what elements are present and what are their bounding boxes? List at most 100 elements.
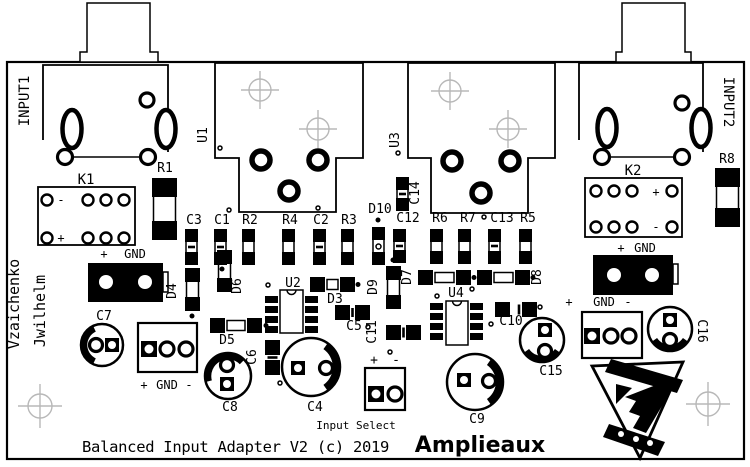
label-u1: U1 — [196, 127, 211, 143]
terminal-right-minus-label: - — [624, 295, 631, 309]
label-input2: INPUT2 — [720, 77, 736, 128]
gnd-right-plus-label: + — [617, 241, 624, 255]
label-u4: U4 — [448, 286, 464, 301]
terminal-left-gnd-label: GND — [156, 378, 178, 392]
label-d5: D5 — [219, 333, 235, 348]
label-c8: C8 — [222, 400, 238, 415]
component-c7: C7 — [79, 309, 125, 368]
component-d4: D4 — [165, 268, 200, 319]
component-r4: R4 — [282, 213, 298, 265]
k1-plus-label: + — [57, 231, 64, 245]
input-select-header: + - Input Select — [316, 349, 407, 432]
label-input1: INPUT1 — [17, 76, 33, 127]
label-d4: D4 — [165, 283, 180, 299]
label-c12: C12 — [396, 211, 419, 226]
label-c13: C13 — [490, 211, 513, 226]
component-d8: D8 — [477, 269, 545, 285]
credit-vzaichenko: Vzaichenko — [5, 259, 23, 349]
component-r7: R7 — [458, 211, 487, 264]
component-d9: D9 — [366, 257, 401, 309]
label-u3: U3 — [388, 132, 403, 148]
component-c5: C5 — [335, 305, 371, 334]
component-d6: D6 — [217, 250, 245, 294]
brand-name: Amplieaux — [415, 433, 545, 458]
terminal-left-minus-label: - — [185, 378, 192, 392]
credit-jwilhelm: Jwilhelm — [31, 275, 49, 347]
gnd-left-plus-label: + — [100, 247, 107, 261]
label-c14: C14 — [408, 181, 423, 205]
gnd-left-gnd-label: GND — [124, 247, 146, 261]
board-title: Balanced Input Adapter V2 (c) 2019 — [82, 438, 389, 456]
label-d6: D6 — [230, 278, 245, 294]
component-k2: K2 + - — [584, 163, 683, 238]
input-select-label: Input Select — [316, 419, 395, 432]
label-c9: C9 — [469, 412, 485, 427]
gnd-header-right: + GND — [593, 241, 679, 295]
label-d8: D8 — [530, 269, 545, 285]
label-r4: R4 — [282, 213, 298, 228]
component-r8: R8 — [715, 152, 740, 227]
connector-input1: INPUT1 — [17, 64, 178, 167]
label-c1: C1 — [214, 213, 230, 228]
label-c4: C4 — [307, 400, 323, 415]
component-c14: C14 — [396, 177, 423, 211]
label-r2: R2 — [242, 213, 258, 228]
label-k2: K2 — [625, 163, 642, 179]
label-c7: C7 — [96, 309, 112, 324]
label-d10: D10 — [368, 202, 391, 217]
terminal-left-plus-label: + — [140, 378, 147, 392]
component-r3: R3 — [341, 213, 357, 265]
terminal-right-plus-label: + — [565, 295, 572, 309]
component-u3: U3 — [388, 62, 556, 214]
board-outline — [5, 60, 746, 461]
label-d7: D7 — [400, 269, 415, 285]
component-c12: C12 — [393, 211, 420, 263]
component-u2: U2 — [265, 276, 318, 334]
label-c10: C10 — [499, 314, 522, 329]
terminal-right-gnd-label: GND — [593, 295, 615, 309]
input-select-minus-label: - — [392, 353, 400, 368]
label-r1: R1 — [157, 161, 173, 176]
terminal-block-right: + GND - — [565, 295, 644, 360]
k2-minus-label: - — [652, 220, 659, 234]
label-u2: U2 — [285, 276, 301, 291]
gnd-right-gnd-label: GND — [634, 241, 656, 255]
component-c16: C16 — [646, 305, 709, 353]
k2-plus-label: + — [652, 185, 659, 199]
component-k1: K1 - + — [37, 172, 136, 246]
component-d3: D3 — [310, 277, 361, 307]
xlr1-body-outline — [79, 2, 159, 63]
label-c2: C2 — [313, 213, 329, 228]
label-d3: D3 — [327, 292, 343, 307]
gnd-header-left: + GND — [88, 247, 169, 302]
component-d7: D7 — [400, 269, 477, 285]
mounting-hole-crosshair — [686, 382, 730, 426]
component-r1: R1 — [152, 161, 177, 240]
component-u4: U4 — [430, 286, 483, 346]
component-c15: C15 — [518, 316, 566, 379]
component-c10: C10 — [488, 302, 543, 329]
label-k1: K1 — [78, 172, 95, 188]
label-d9: D9 — [366, 279, 381, 295]
label-c5: C5 — [346, 319, 362, 334]
component-c3: C3 — [185, 213, 202, 265]
component-r5: R5 — [519, 211, 536, 264]
component-c6: C6 — [245, 340, 283, 386]
component-d10: D10 — [368, 202, 392, 265]
label-r3: R3 — [341, 213, 357, 228]
label-c11: C11 — [365, 320, 380, 343]
component-u1: U1 — [196, 62, 364, 213]
component-d5: D5 — [210, 318, 269, 348]
label-r5: R5 — [520, 211, 536, 226]
component-c4: C4 — [280, 336, 342, 415]
label-r8: R8 — [719, 152, 735, 167]
component-c11: C11 — [365, 320, 421, 344]
label-c3: C3 — [186, 213, 202, 228]
label-c15: C15 — [539, 364, 562, 379]
label-c16: C16 — [694, 319, 709, 342]
xlr2-body-outline — [615, 2, 692, 63]
component-r2: R2 — [242, 213, 258, 265]
k1-minus-label: - — [57, 193, 64, 207]
component-c2: C2 — [313, 205, 329, 265]
